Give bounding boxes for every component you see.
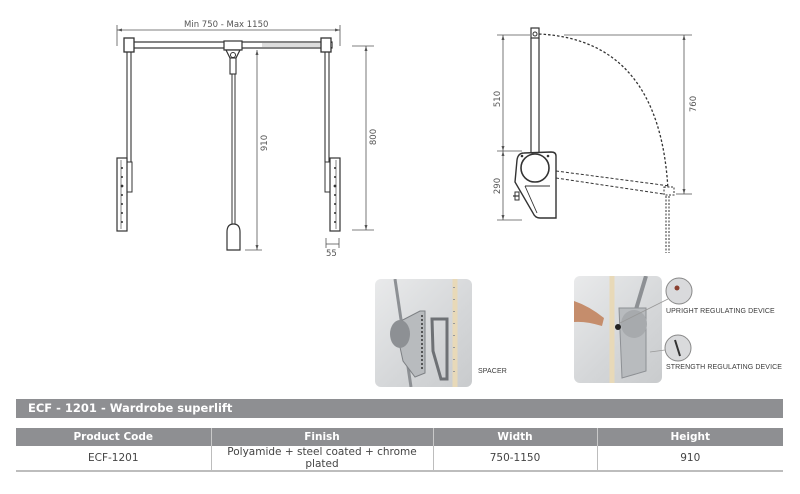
cell-height: 910 bbox=[596, 446, 783, 472]
side-view-lines bbox=[497, 27, 692, 253]
spacer-photo-illustration bbox=[390, 279, 458, 387]
side-view-drawing: 510 290 760 bbox=[400, 0, 800, 270]
table-row: ECF-1201 Polyamide + steel coated + chro… bbox=[16, 446, 783, 472]
spacer-label: SPACER bbox=[478, 368, 507, 375]
front-view-drawing: Min 750 - Max 1150 910 800 55 bbox=[0, 0, 400, 270]
width-dimension-label: Min 750 - Max 1150 bbox=[184, 20, 269, 30]
product-title: ECF - 1201 - Wardrobe superlift bbox=[28, 401, 233, 415]
header-finish: Finish bbox=[210, 428, 433, 446]
regulating-devices-photo bbox=[574, 276, 662, 383]
strength-regulating-device-label: STRENGTH REGULATING DEVICE bbox=[666, 364, 783, 371]
product-title-bar: ECF - 1201 - Wardrobe superlift bbox=[16, 399, 783, 418]
upright-regulating-device-label: UPRIGHT REGULATING DEVICE bbox=[666, 308, 775, 315]
spacer-photo bbox=[375, 279, 472, 387]
front-view-lines bbox=[116, 25, 374, 251]
header-width: Width bbox=[432, 428, 597, 446]
product-spec-table: Product Code Finish Width Height ECF-120… bbox=[16, 428, 783, 472]
header-product-code: Product Code bbox=[16, 428, 211, 446]
cell-finish: Polyamide + steel coated + chrome plated bbox=[210, 446, 433, 472]
table-header-row: Product Code Finish Width Height bbox=[16, 428, 783, 446]
cell-width: 750-1150 bbox=[432, 446, 597, 472]
cell-product-code: ECF-1201 bbox=[16, 446, 211, 472]
header-height: Height bbox=[596, 428, 783, 446]
devices-photo-illustration bbox=[574, 276, 648, 383]
depth-dimension-label: 55 bbox=[326, 249, 337, 259]
